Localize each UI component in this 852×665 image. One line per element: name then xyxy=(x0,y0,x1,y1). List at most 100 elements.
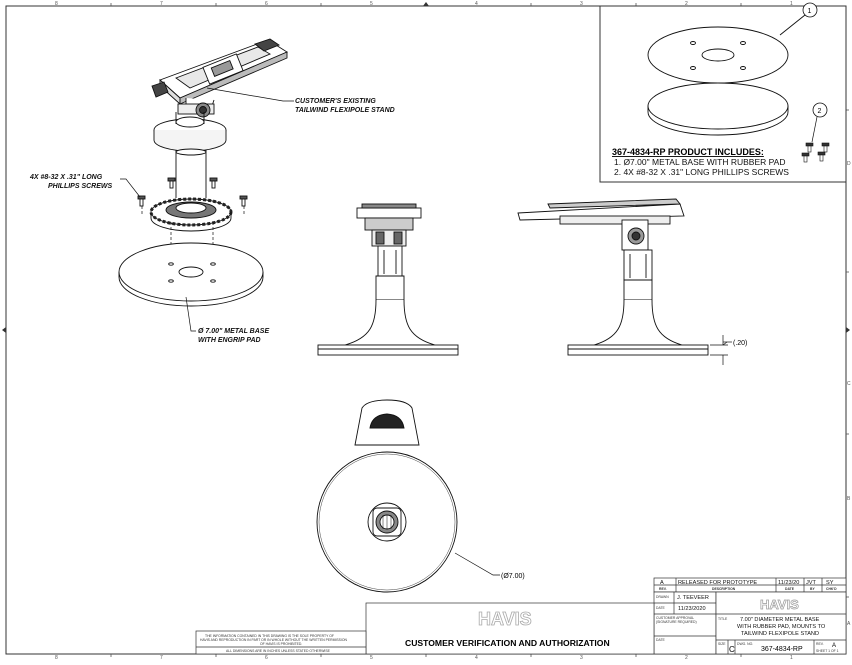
balloon-2-label: 2 xyxy=(818,108,822,115)
top-view xyxy=(316,399,458,593)
front-view xyxy=(317,203,459,356)
zone-top-2: 2 xyxy=(685,1,688,7)
sheet-label: SHEET 1 OF 1 xyxy=(816,649,839,653)
pole-top xyxy=(175,148,207,156)
product-inset: 1 2 367-4834-RP PRODUCT INCLUDES: 1. Ø7.… xyxy=(599,2,847,183)
zone-row-a: A xyxy=(847,621,851,627)
havis-logo-small: HAVIS xyxy=(760,597,799,612)
approval-date-label: DATE xyxy=(656,638,666,642)
exploded-view xyxy=(118,38,288,307)
callout-existing-stand-line2: TAILWIND FLEXIPOLE STAND xyxy=(295,107,395,114)
inset-item-2: 2. 4X #8-32 X .31" LONG PHILLIPS SCREWS xyxy=(614,167,789,177)
size-value: C xyxy=(729,645,735,654)
metal-base-disc xyxy=(118,242,264,307)
inset-disc xyxy=(647,14,806,136)
dwg-label: DWG. NO. xyxy=(737,642,753,646)
stand-flange xyxy=(149,197,233,232)
zone-bottom-1: 1 xyxy=(790,655,793,660)
diameter-leader xyxy=(454,552,500,576)
zone-top-8: 8 xyxy=(55,1,58,7)
diameter-label: (Ø7.00) xyxy=(501,573,525,580)
balloon-2 xyxy=(812,102,828,118)
screw xyxy=(137,195,146,207)
zone-bottom-2: 2 xyxy=(685,655,688,660)
center-mark-top xyxy=(423,2,429,6)
zone-top-3: 3 xyxy=(580,1,583,7)
zone-bottom-4: 4 xyxy=(475,655,478,660)
screw xyxy=(805,142,814,153)
zone-top-6: 6 xyxy=(265,1,268,7)
rev-header-chkd: CHK'D xyxy=(826,587,837,591)
zone-top-1: 1 xyxy=(790,1,793,7)
tablet-cradle xyxy=(151,38,288,118)
title-label: TITLE xyxy=(718,617,728,621)
callout-screws-line2: PHILLIPS SCREWS xyxy=(48,183,113,190)
zone-bottom-7: 7 xyxy=(160,655,163,660)
screw xyxy=(817,151,826,162)
center-mark-right xyxy=(846,327,850,333)
rev-header-description: DESCRIPTION xyxy=(712,587,736,591)
title-line-1: 7.00" DIAMETER METAL BASE xyxy=(740,617,820,623)
zone-bottom-8: 8 xyxy=(55,655,58,660)
balloon-2-leader xyxy=(811,116,818,143)
rev-letter: A xyxy=(660,580,664,586)
rev-label: REV. xyxy=(816,642,824,646)
callout-screws-line1: 4X #8-32 X .31" LONG xyxy=(29,174,103,181)
rev-description: RELEASED FOR PROTOTYPE xyxy=(678,580,757,586)
zone-row-c: C xyxy=(847,381,851,387)
dwg-number: 367-4834-RP xyxy=(761,646,803,653)
drawn-by: J. TEEVEER xyxy=(677,595,709,601)
callout-base-line1: Ø 7.00" METAL BASE xyxy=(198,328,269,335)
zone-labels: 8 7 6 5 4 3 2 1 8 7 6 5 4 3 2 1 D C B A xyxy=(55,1,851,661)
screw xyxy=(801,152,810,163)
center-mark-left xyxy=(2,327,6,333)
zone-row-b: B xyxy=(847,496,851,502)
callout-existing-stand-line1: CUSTOMER'S EXISTING xyxy=(295,98,376,105)
balloon-1 xyxy=(802,2,818,18)
date-label: DATE xyxy=(656,606,666,610)
inset-item-1: 1. Ø7.00" METAL BASE WITH RUBBER PAD xyxy=(614,157,786,167)
zone-bottom-6: 6 xyxy=(265,655,268,660)
zone-row-d: D xyxy=(847,161,851,167)
havis-logo-large: HAVIS xyxy=(478,609,532,629)
proprietary-line-1: THE INFORMATION CONTAINED IN THIS DRAWIN… xyxy=(205,634,334,638)
screw xyxy=(239,195,248,207)
drawn-label: DRAWN xyxy=(656,595,669,599)
verification-title: CUSTOMER VERIFICATION AND AUTHORIZATION xyxy=(405,638,610,648)
zone-top-4: 4 xyxy=(475,1,478,7)
side-view xyxy=(517,198,709,356)
approval-label: CUSTOMER APPROVAL xyxy=(656,616,694,620)
balloon-1-label: 1 xyxy=(808,8,812,15)
stand-pole xyxy=(175,150,207,198)
dimensions-note: ALL DIMENSIONS ARE IN INCHES UNLESS STAT… xyxy=(226,649,331,653)
rev-header-by: BY xyxy=(810,587,815,591)
rev-header-rev: REV. xyxy=(659,587,667,591)
zone-top-7: 7 xyxy=(160,1,163,7)
zone-bottom-3: 3 xyxy=(580,655,583,660)
proprietary-line-2: HAVIS AND REPRODUCTION IN PART OR IN WHO… xyxy=(200,638,347,642)
thickness-dimension-label: (.20) xyxy=(733,340,747,347)
inset-screws xyxy=(801,142,830,163)
callout-base-line2: WITH ENGRIP PAD xyxy=(198,337,261,344)
collar xyxy=(153,112,227,152)
thickness-dimension xyxy=(710,335,732,365)
rev-chkd: SY xyxy=(826,580,834,586)
rev-by: JVT xyxy=(806,580,817,586)
size-label: SIZE xyxy=(718,642,726,646)
screw xyxy=(209,177,218,189)
rev-date: 11/23/20 xyxy=(778,580,799,586)
title-line-2: WITH RUBBER PAD, MOUNTS TO xyxy=(737,624,826,630)
zone-top-5: 5 xyxy=(370,1,373,7)
exploded-screws xyxy=(137,177,248,207)
drawn-date: 11/23/2020 xyxy=(678,606,706,612)
rev-value: A xyxy=(832,643,836,649)
screw xyxy=(167,177,176,189)
title-block xyxy=(195,577,847,655)
screw xyxy=(821,142,830,153)
title-line-3: TAILWIND FLEXIPOLE STAND xyxy=(741,631,819,637)
approval-sub: (SIGNATURE REQUIRED) xyxy=(656,620,697,624)
callout-leaders xyxy=(120,87,294,332)
proprietary-line-3: OF HAVIS IS PROHIBITED. xyxy=(260,642,302,646)
